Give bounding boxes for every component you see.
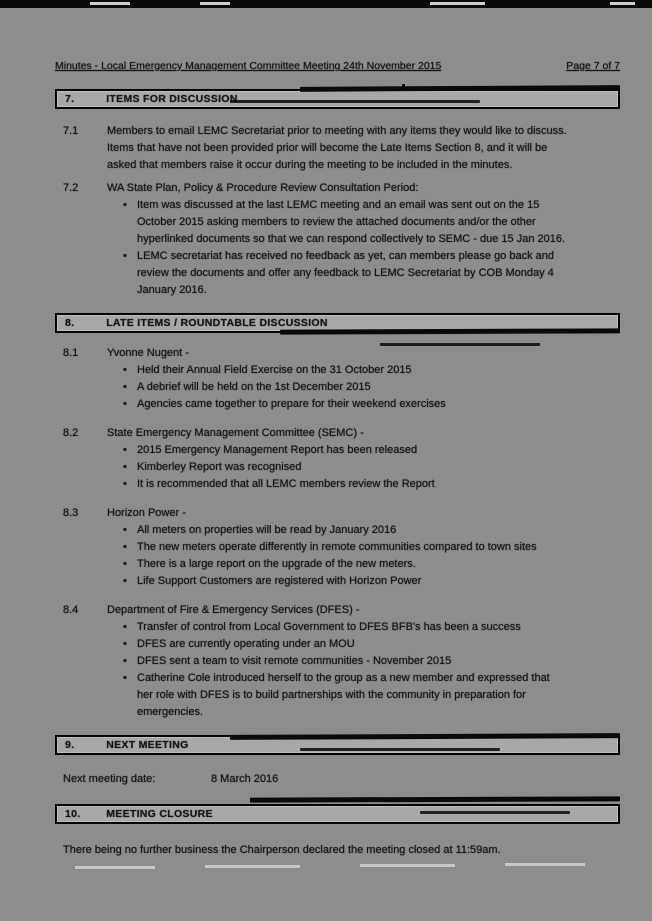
scan-artifact [420, 811, 570, 814]
minute-item-7-2: 7.2 WA State Plan, Policy & Procedure Re… [55, 180, 620, 299]
bullet-point: All meters on properties will be read by… [121, 522, 567, 539]
section-title: MEETING CLOSURE [106, 808, 213, 820]
item-text: State Emergency Management Committee (SE… [107, 427, 364, 439]
document-title: Minutes - Local Emergency Management Com… [55, 60, 442, 72]
bullet-point: Agencies came together to prepare for th… [121, 396, 567, 413]
item-text: Yvonne Nugent - [107, 347, 189, 359]
scan-artifact [505, 863, 585, 866]
bullet-point: DFES are currently operating under an MO… [121, 636, 567, 653]
section-heading-items-for-discussion: 7. ITEMS FOR DISCUSSION [55, 89, 620, 109]
bullet-point: DFES sent a team to visit remote communi… [121, 653, 567, 670]
minute-item-8-3: 8.3 Horizon Power - All meters on proper… [55, 505, 620, 590]
scan-artifact [402, 84, 405, 90]
item-number: 8.4 [63, 604, 79, 616]
bullet-list: 2015 Emergency Management Report has bee… [121, 442, 567, 493]
bullet-point: Kimberley Report was recognised [121, 459, 567, 476]
bullet-point: There is a large report on the upgrade o… [121, 556, 567, 573]
section-title: ITEMS FOR DISCUSSION [106, 93, 238, 105]
section-number: 8. [65, 317, 75, 329]
section-number: 9. [65, 739, 75, 751]
page-header: Minutes - Local Emergency Management Com… [55, 58, 620, 74]
bullet-list: Transfer of control from Local Governmen… [121, 619, 567, 721]
minute-item-7-1: 7.1 Members to email LEMC Secretariat pr… [55, 123, 620, 174]
minute-item-8-4: 8.4 Department of Fire & Emergency Servi… [55, 602, 620, 721]
bullet-point: Held their Annual Field Exercise on the … [121, 362, 567, 379]
item-number: 8.1 [63, 347, 79, 359]
next-meeting-row: Next meeting date: 8 March 2016 [55, 771, 620, 788]
bullet-point: Transfer of control from Local Governmen… [121, 619, 567, 636]
page-number: Page 7 of 7 [566, 60, 620, 72]
minute-item-8-2: 8.2 State Emergency Management Committee… [55, 425, 620, 493]
item-number: 8.2 [63, 427, 79, 439]
scan-artifact [360, 864, 455, 867]
scan-artifact [430, 2, 485, 5]
section-title: LATE ITEMS / ROUNDTABLE DISCUSSION [106, 317, 328, 329]
bullet-list: Item was discussed at the last LEMC meet… [121, 197, 567, 299]
section-heading-meeting-closure: 10. MEETING CLOSURE [55, 804, 620, 824]
next-meeting-date: 8 March 2016 [211, 773, 279, 785]
minute-item-8-1: 8.1 Yvonne Nugent - Held their Annual Fi… [55, 345, 620, 413]
item-text: WA State Plan, Policy & Procedure Review… [107, 182, 419, 194]
bullet-point: The new meters operate differently in re… [121, 539, 567, 556]
scan-artifact [230, 100, 480, 103]
bullet-point: Life Support Customers are registered wi… [121, 573, 567, 590]
bullet-point: Item was discussed at the last LEMC meet… [121, 197, 567, 248]
bullet-point: It is recommended that all LEMC members … [121, 476, 567, 493]
section-number: 7. [65, 93, 75, 105]
scan-artifact [200, 2, 230, 5]
scan-artifact [75, 866, 155, 869]
next-meeting-label: Next meeting date: [63, 773, 156, 785]
scan-artifact-top-bar [0, 0, 652, 8]
section-title: NEXT MEETING [106, 739, 189, 751]
scan-artifact [300, 748, 500, 751]
scan-artifact [610, 2, 635, 5]
bullet-point: 2015 Emergency Management Report has bee… [121, 442, 567, 459]
item-number: 7.1 [63, 125, 79, 137]
bullet-point: LEMC secretariat has received no feedbac… [121, 248, 567, 299]
item-text: Horizon Power - [107, 507, 186, 519]
item-number: 7.2 [63, 182, 79, 194]
scan-artifact [380, 343, 540, 346]
scan-artifact [205, 865, 300, 868]
scan-artifact [90, 2, 130, 5]
section-number: 10. [65, 808, 81, 820]
bullet-list: Held their Annual Field Exercise on the … [121, 362, 567, 413]
item-text: Members to email LEMC Secretariat prior … [107, 125, 567, 171]
item-number: 8.3 [63, 507, 79, 519]
bullet-point: Catherine Cole introduced herself to the… [121, 670, 567, 721]
closure-statement: There being no further business the Chai… [63, 844, 501, 856]
bullet-point: A debrief will be held on the 1st Decemb… [121, 379, 567, 396]
bullet-list: All meters on properties will be read by… [121, 522, 567, 590]
item-text: Department of Fire & Emergency Services … [107, 604, 360, 616]
